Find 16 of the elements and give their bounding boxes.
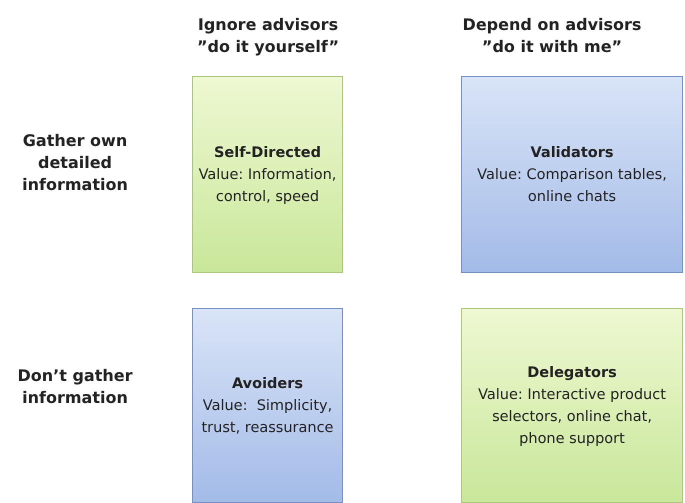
quadrant-box xyxy=(192,76,343,273)
quadrant-description: Value: Simplicity, trust, reassurance xyxy=(200,396,334,438)
quadrant-description: Value: Interactive product selectors, online chat, phone support xyxy=(477,386,667,448)
quadrant-description: Value: Information, control, speed xyxy=(198,166,338,206)
quadrant-box xyxy=(461,308,683,503)
quadrant-title: Delegators xyxy=(527,364,617,382)
quadrant-title: Avoiders xyxy=(232,374,304,394)
quadrant-title: Validators xyxy=(530,144,614,162)
row-header: Don’t gather information xyxy=(16,365,134,409)
column-header: Ignore advisors ”do it yourself” xyxy=(196,14,340,58)
row-header: Gather own detailed information xyxy=(21,130,129,196)
column-header: Depend on advisors ”do it with me” xyxy=(462,14,642,58)
quadrant-title: Self-Directed xyxy=(214,144,322,162)
quadrant-box xyxy=(192,308,343,503)
quadrant-description: Value: Comparison tables, online chats xyxy=(477,166,667,206)
quadrant-box xyxy=(461,76,683,273)
